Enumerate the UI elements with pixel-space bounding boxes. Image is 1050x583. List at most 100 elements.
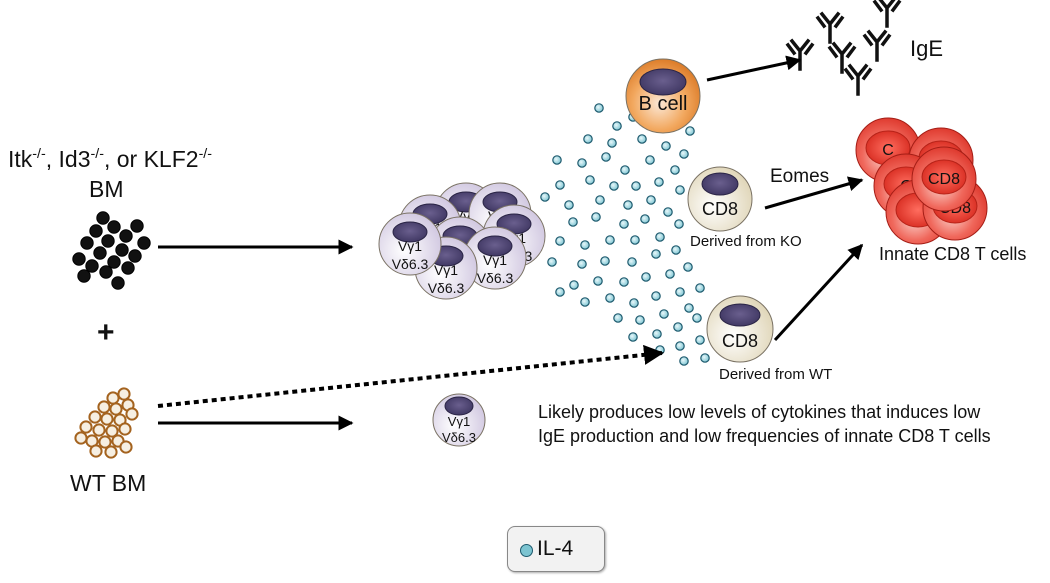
il4-dot [700,353,710,363]
id3-superscript: -/- [90,145,104,162]
ige-antibody-icon [862,29,892,62]
il4-dot [661,141,671,151]
il4-dot [620,165,630,175]
ige-antibody-path [827,41,857,74]
arrows [157,55,864,431]
id3-label: Id3 [58,146,91,172]
plus-sign: + [97,316,115,349]
wt-bm-cell [109,402,123,416]
cell: CD8 [687,166,753,232]
cell-nucleus [701,172,739,196]
note-line-1: Likely produces low levels of cytokines … [538,402,981,422]
ko-bm-cell [93,246,107,260]
il4-cytokine-dots [540,103,710,366]
gd-line2-label: Vδ6.3 [428,280,465,296]
il4-dot [580,240,590,250]
wt-bm-cell [118,422,132,436]
wt-bm-cell [125,407,139,421]
il4-dot [594,103,604,113]
ko-bm-cell [137,236,151,250]
wt-bm-cluster [74,387,139,459]
wt-bm-cell [104,445,118,459]
ige-antibody-icon [872,0,902,28]
il4-dot [651,249,661,259]
ige-antibodies [785,0,902,96]
b-cell-label: B cell [639,93,688,115]
ko-bm-cell [115,243,129,257]
gd-line1-label: Vγ1 [483,252,507,268]
il4-dot [665,269,675,279]
il4-dot [619,219,629,229]
separator: , [45,146,59,172]
il4-dot [695,283,705,293]
il4-dot [552,155,562,165]
il4-dot [679,149,689,159]
cd8wt-to-innate-arrow [773,243,864,342]
itk-label: Itk [8,146,33,172]
ko-bm-cell [72,252,86,266]
il4-dot [583,134,593,144]
ko-bm-cell [101,234,115,248]
wt-bm-cell [97,400,111,414]
il4-dot [607,138,617,148]
il4-dot [580,297,590,307]
il4-dot [555,287,565,297]
il4-dot [577,158,587,168]
il4-dot [695,335,705,345]
il4-dot [663,207,673,217]
il4-dot [613,313,623,323]
il4-dot [671,245,681,255]
il4-dot [547,257,557,267]
cell: B cell [625,58,701,134]
gd-line2-label: Vδ6.3 [477,270,514,286]
cell: CD8 [706,295,774,363]
bcell-to-ige-arrow [706,55,802,82]
ige-antibody-icon [827,41,857,74]
innate-cd8-t-cell-cluster: CCD8CCD8CD8 [855,117,988,245]
legend: IL-4 [507,526,605,572]
ko-bm-cell [107,255,121,269]
klf2-label: KLF2 [143,146,199,172]
il4-dot [651,291,661,301]
cd8ko-to-innate-arrow [764,176,864,210]
il4-dot [555,180,565,190]
ige-antibody-path [815,11,845,44]
il4-dot [601,152,611,162]
gd-single-line1-label: Vγ1 [448,414,470,429]
il4-dot [684,303,694,313]
il4-dot [605,235,615,245]
il4-dot [659,309,669,319]
ige-antibody-icon [815,11,845,44]
gd-line1-label: Vγ1 [398,238,422,254]
il4-dot [655,232,665,242]
innate-cd8-label: CD8 [928,171,960,188]
gd-line2-label: Vδ6.3 [392,256,429,272]
wt-bm-cell [106,391,120,405]
note-line-2: IgE production and low frequencies of in… [538,426,991,446]
il4-dot [605,293,615,303]
ige-label: IgE [910,36,944,61]
il4-dot [685,126,695,136]
cell-nucleus [444,396,474,416]
wt-bm-cell [74,431,88,445]
derived-from-ko-label: Derived from KO [690,233,802,250]
donor-bm-genotypes: Itk-/-, Id3-/-, or KLF2-/- [8,146,212,173]
il4-dot [564,200,574,210]
il4-dot [540,192,550,202]
wt-bm-cell [119,440,133,454]
il4-dot [630,235,640,245]
separator: , or [103,146,144,172]
il4-dot [674,219,684,229]
il4-dot [623,200,633,210]
il4-dot [652,329,662,339]
il4-dot [675,185,685,195]
il4-dot [628,332,638,342]
il4-dot [577,259,587,269]
il4-dot [593,276,603,286]
b-cell: B cell [625,58,701,134]
il4-dot [675,287,685,297]
wt-bm-cell [100,412,114,426]
